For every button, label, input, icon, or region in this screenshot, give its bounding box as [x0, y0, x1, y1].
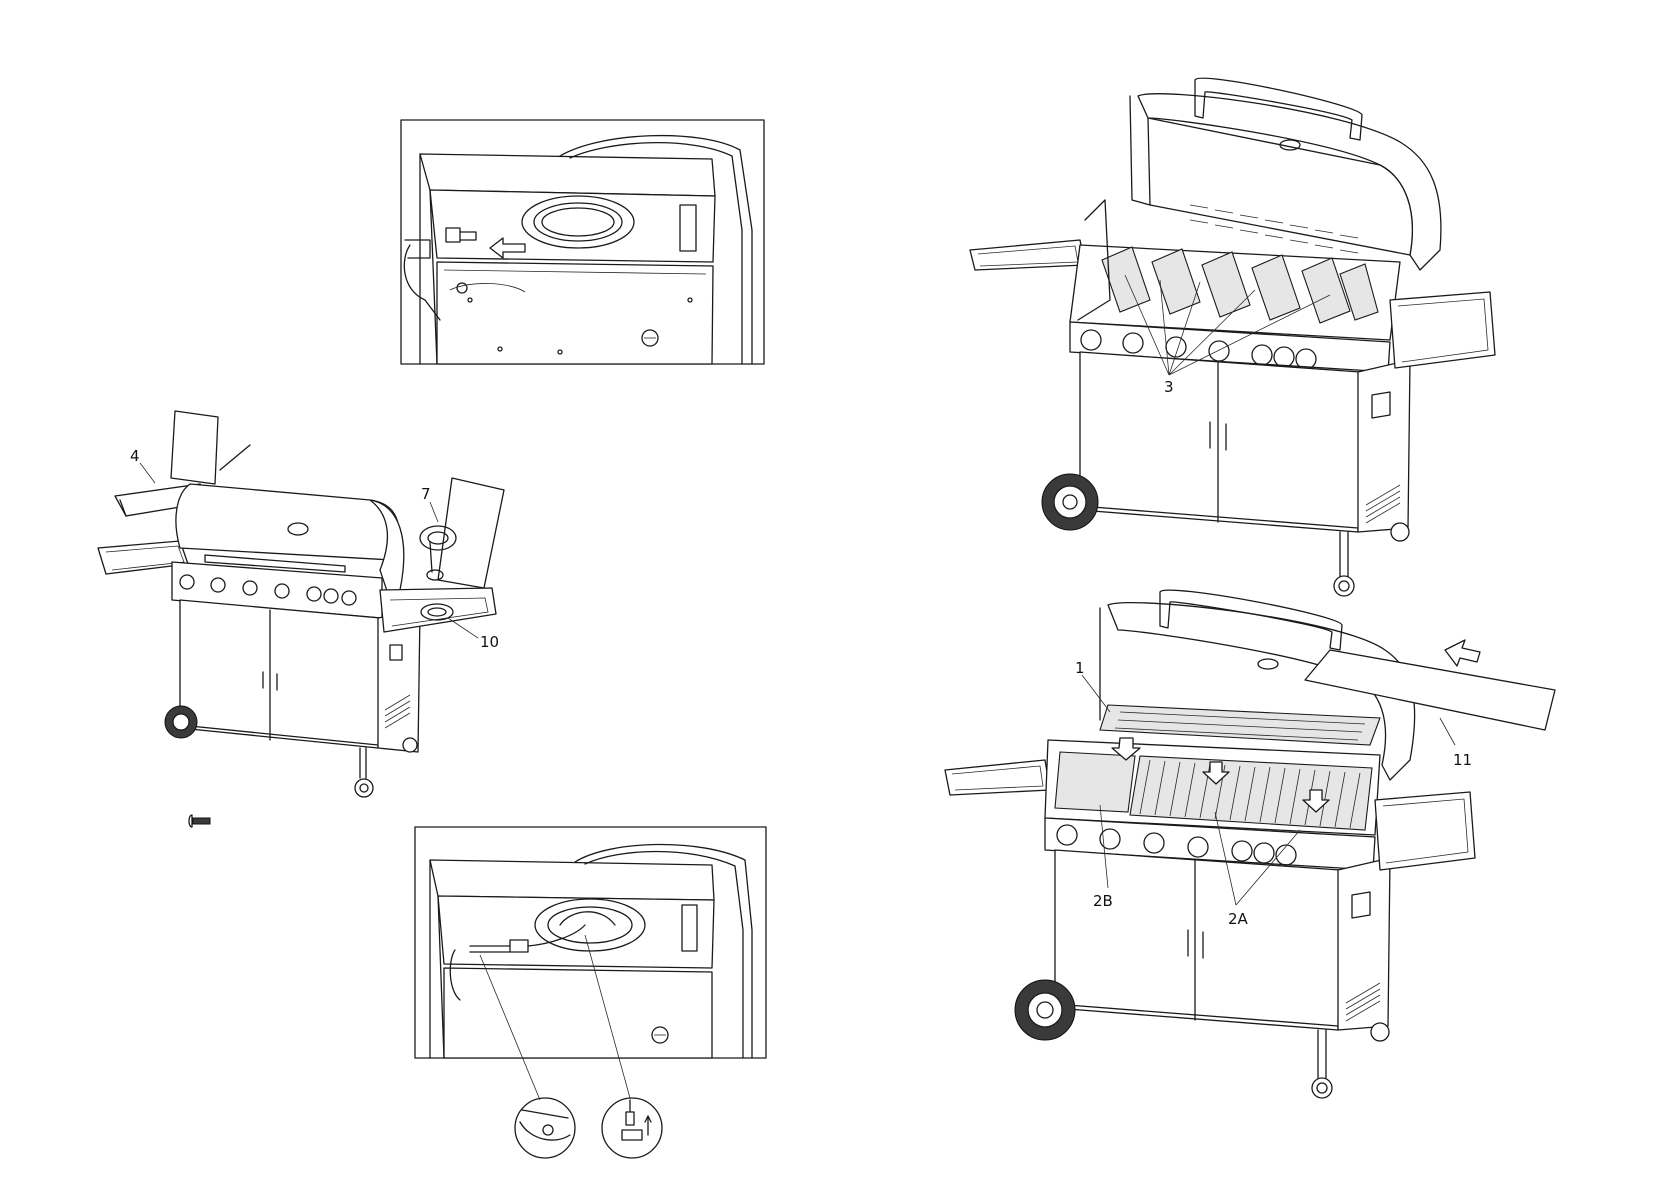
callout-10: 10	[480, 633, 499, 651]
grill-flame-tamers: 3	[970, 78, 1495, 596]
detail-gas-hose	[415, 827, 766, 1158]
callout-4: 4	[130, 447, 140, 465]
callout-11: 11	[1453, 751, 1472, 769]
grill-with-side-burner: 4 7 10	[98, 411, 504, 827]
detail-burner-insert	[401, 120, 764, 364]
callout-1: 1	[1075, 659, 1085, 677]
callout-3: 3	[1164, 378, 1174, 396]
callout-2b: 2B	[1093, 892, 1113, 910]
arrow-insert-icon	[1445, 640, 1480, 666]
callout-2a: 2A	[1228, 910, 1249, 928]
callout-7: 7	[421, 485, 431, 503]
griddle-plate-2b	[1055, 752, 1135, 812]
zoom-detail-hose-nozzle	[602, 1098, 662, 1158]
screw-icon	[189, 815, 210, 827]
grill-grates: 1 2B 2A 11	[945, 590, 1555, 1098]
